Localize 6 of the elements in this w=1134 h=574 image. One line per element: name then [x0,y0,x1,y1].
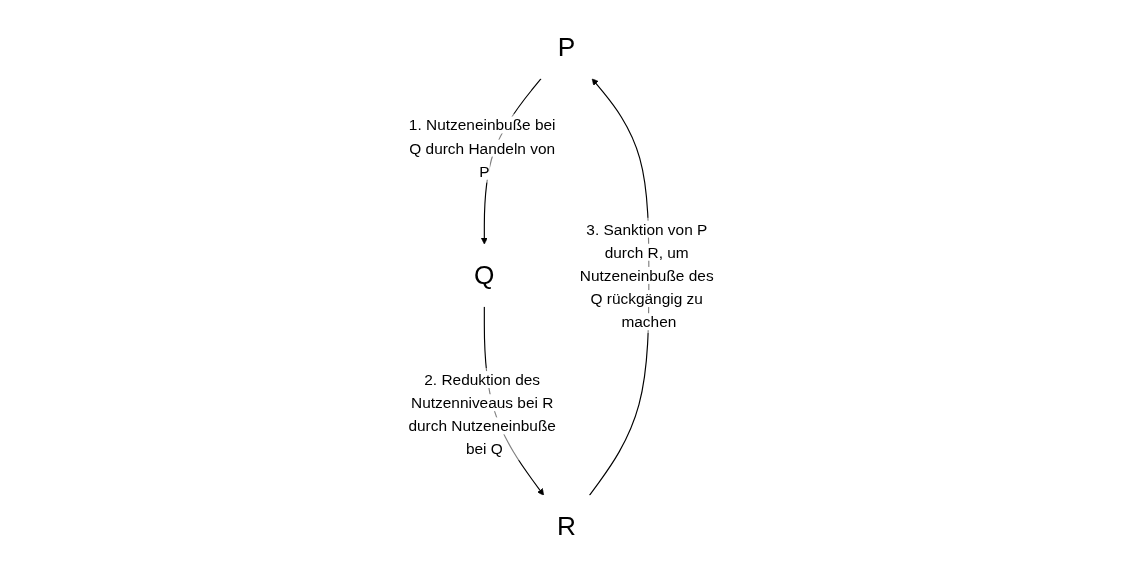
edge-label: 2. Reduktion des Nutzenniveaus bei R durch Nutzeneinbuße bei Q [408,371,557,458]
node-text: Q [474,260,495,290]
edge-label: 3. Sanktion von P durch R, um Nutzeneinbuße des Q rückgängig zu machen [580,220,715,331]
edge-label: 1. Nutzeneinbuße bei Q durch Handeln von P [409,116,556,180]
node-text: R [557,511,577,541]
node-text: P [558,32,576,62]
